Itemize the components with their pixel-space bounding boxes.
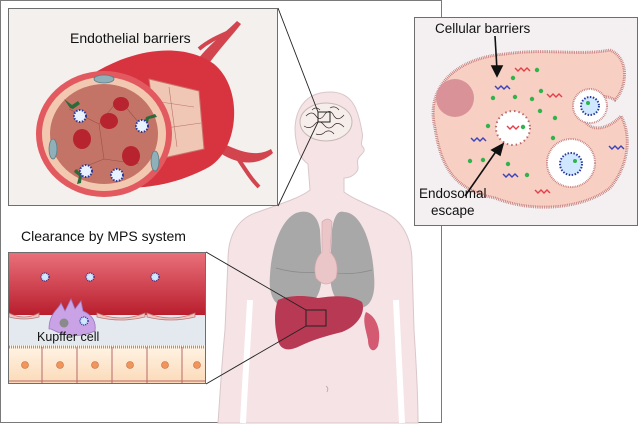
liver-sinusoid-illustration: [9, 253, 205, 383]
heart-trachea: [314, 218, 338, 285]
brain-zoom-marker: [317, 111, 331, 123]
blood-nanoparticles: [40, 272, 160, 282]
cargo-dots: [467, 67, 590, 178]
cellular-barriers-title: Cellular barriers: [435, 21, 531, 36]
cellular-barriers-panel: Cellular barriers Endosomal escape: [414, 17, 638, 226]
endosomal-label-line1: Endosomal: [419, 186, 487, 201]
annotation-arrows: [464, 35, 505, 197]
kupffer-cell-label: Kupffer cell: [37, 330, 100, 344]
endothelial-barriers-panel: Endothelial barriers: [8, 8, 278, 206]
mps-clearance-title: Clearance by MPS system: [21, 228, 186, 244]
mps-clearance-panel: Kupffer cell: [8, 252, 206, 384]
brain: [299, 102, 353, 142]
endosomal-label-line2: escape: [431, 203, 475, 218]
blood-vessel-illustration: [36, 21, 273, 197]
cell-illustration: [431, 35, 629, 209]
zoom-connector-lines: [205, 7, 319, 385]
liver: [275, 296, 380, 351]
liver-zoom-marker: [305, 309, 327, 327]
endothelial-barriers-title: Endothelial barriers: [70, 30, 191, 46]
lungs: [269, 211, 375, 309]
rna-strands: [470, 67, 625, 194]
nanoparticles: [73, 109, 149, 182]
